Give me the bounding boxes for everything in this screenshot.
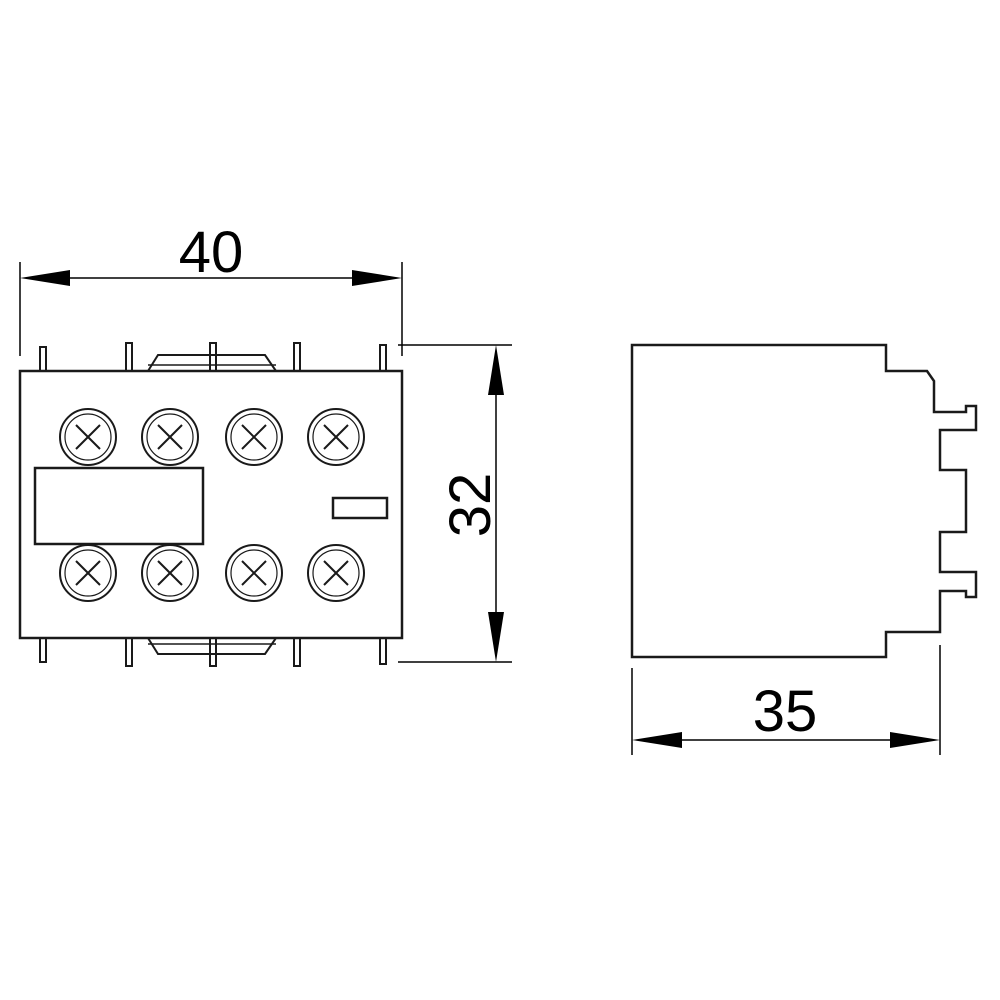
top-clip xyxy=(147,354,277,372)
label-window xyxy=(33,466,205,546)
side-body-outline xyxy=(630,343,978,659)
indicator-slot xyxy=(331,496,389,520)
dimension-depth-35: 35 xyxy=(631,645,941,755)
front-view xyxy=(18,342,404,667)
width-label: 40 xyxy=(179,220,244,285)
arrow-right-icon xyxy=(890,732,940,748)
arrow-right-icon xyxy=(352,270,402,286)
bottom-pins xyxy=(39,637,387,667)
arrow-down-icon xyxy=(488,612,504,662)
screw-terminal-icon xyxy=(225,544,283,602)
dimension-height-32: 32 xyxy=(398,344,512,663)
screw-terminals-top xyxy=(59,408,365,466)
top-pins xyxy=(39,342,387,372)
arrow-up-icon xyxy=(488,345,504,395)
arrow-left-icon xyxy=(20,270,70,286)
dimension-width-40: 40 xyxy=(19,220,403,356)
side-view xyxy=(630,343,978,659)
screw-terminal-icon xyxy=(307,408,365,466)
screw-terminals-bottom xyxy=(59,544,365,602)
screw-terminal-icon xyxy=(141,544,199,602)
bottom-clip xyxy=(147,637,277,655)
screw-terminal-icon xyxy=(59,408,117,466)
screw-terminal-icon xyxy=(141,408,199,466)
front-body xyxy=(18,369,404,640)
screw-terminal-icon xyxy=(307,544,365,602)
screw-terminal-icon xyxy=(59,544,117,602)
arrow-left-icon xyxy=(632,732,682,748)
screw-terminal-icon xyxy=(225,408,283,466)
depth-label: 35 xyxy=(753,679,818,744)
height-label: 32 xyxy=(438,473,503,538)
